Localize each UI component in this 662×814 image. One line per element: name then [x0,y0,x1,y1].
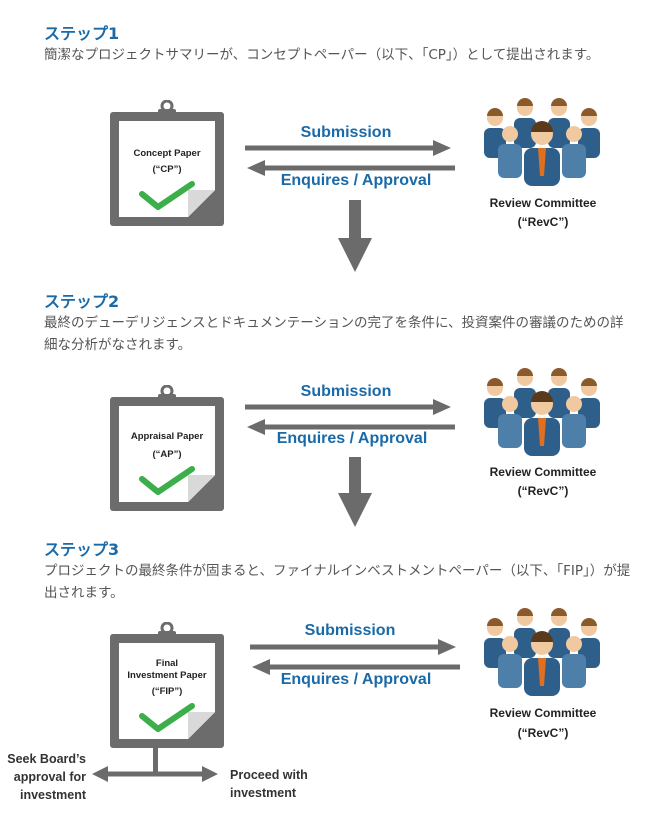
seek-board-line2: approval for [13,770,86,784]
paper-title: Concept Paper [133,148,201,159]
seek-board-line3: investment [20,788,86,802]
committee-label-line1: Review Committee [489,465,597,479]
step2-description: 最終のデューデリジェンスとドキュメンテーションの完了を条件に、投資案件の審議のた… [44,315,624,353]
step1-title: ステップ1 [44,24,120,43]
clip-icon [158,100,176,121]
proceed-investment-text: Proceed with investment [230,766,340,802]
exchange-arrows [245,399,455,435]
check-icon [139,181,195,210]
paper-title: Appraisal Paper [130,431,204,442]
step3-title: ステップ3 [44,540,120,559]
committee-people-icon [484,98,600,186]
seek-board-approval-text: Seek Board’s approval for investment [2,750,86,804]
step1-description: 簡潔なプロジェクトサマリーが、コンセプトペーパー（以下、「CP」）として提出され… [44,47,600,63]
committee-people-icon [484,608,600,696]
exchange-arrows [250,639,460,675]
appraisal-paper-clipboard: Appraisal Paper (“AP”) [110,385,230,515]
committee-people-icon [484,368,600,456]
enquires-label: Enquires / Approval [280,172,432,189]
seek-board-line1: Seek Board’s [7,752,86,766]
committee-label-line1: Review Committee [489,196,597,210]
exchange-arrows [245,140,455,176]
committee-label-line1: Review Committee [489,706,597,720]
enquires-label: Enquires / Approval [276,430,428,447]
committee-label-line2: (“RevC”) [517,484,569,498]
paper-title-line2: Investment Paper [127,670,207,681]
paper-abbrev: (“FIP”) [151,686,183,697]
submission-label: Submission [300,383,392,400]
proceed-line2: investment [230,786,296,800]
down-arrow-2 [338,457,372,527]
step2-title: ステップ2 [44,292,120,311]
paper-title-line1: Final [155,658,179,669]
clip-icon [158,622,176,643]
proceed-line1: Proceed with [230,768,308,782]
check-icon [139,466,195,495]
step3-description: プロジェクトの最終条件が固まると、ファイナルインベストメントペーパー（以下、「F… [44,563,631,601]
paper-abbrev: (“AP”) [152,449,182,460]
submission-label: Submission [304,622,396,639]
committee-label-line2: (“RevC”) [517,215,569,229]
down-arrow-1 [338,200,372,272]
clip-icon [158,385,176,406]
final-investment-paper-clipboard: Final Investment Paper (“FIP”) [110,622,230,752]
concept-paper-clipboard: Concept Paper (“CP”) [110,100,230,230]
check-icon [139,703,195,732]
enquires-label: Enquires / Approval [280,671,432,688]
outcome-split-arrow [92,748,218,782]
submission-label: Submission [300,124,392,141]
paper-abbrev: (“CP”) [152,164,182,175]
committee-label-line2: (“RevC”) [517,726,569,740]
